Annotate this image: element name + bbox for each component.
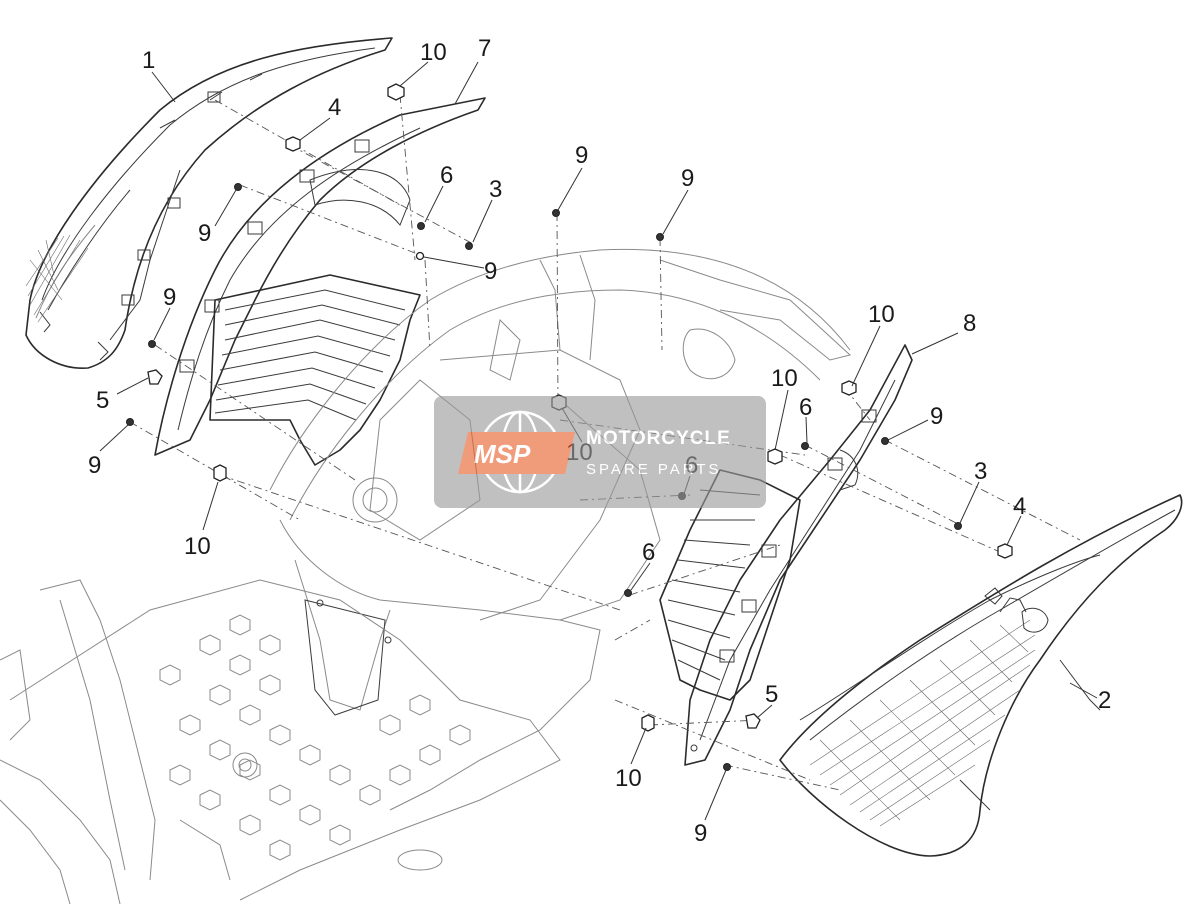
callout-9: 9 (163, 284, 176, 311)
nut-4-right (997, 543, 1013, 559)
callout-6: 6 (799, 394, 812, 421)
callout-4: 4 (1013, 493, 1026, 520)
right-cover-mesh (809, 619, 1036, 827)
callout-9: 9 (88, 452, 101, 479)
fasteners (126, 83, 1013, 771)
callout-6: 6 (440, 162, 453, 189)
clip-10-mid-right (767, 448, 783, 465)
callout-9: 9 (930, 403, 943, 430)
callout-5: 5 (765, 681, 778, 708)
watermark-line-1: MOTORCYCLE (586, 428, 731, 449)
callout-5: 5 (96, 387, 109, 414)
callout-9: 9 (575, 142, 588, 169)
watermark-line-2: SPARE PARTS (586, 461, 722, 478)
watermark-panel (434, 396, 766, 508)
callout-labels: 1 10 7 4 9 6 3 9 9 9 9 5 9 10 10 10 8 10… (88, 35, 1111, 847)
callout-9: 9 (681, 165, 694, 192)
callout-6: 6 (642, 539, 655, 566)
watermark: MSP MOTORCYCLE SPARE PARTS (434, 396, 766, 508)
part-7-left-inner-panel (154, 97, 486, 466)
part-1-left-side-cover (25, 37, 393, 369)
clip-10-left (213, 464, 227, 482)
watermark-logo-badge (458, 432, 575, 474)
part-5-left (147, 369, 163, 385)
assembly-lines (129, 94, 1081, 791)
callout-2: 2 (1098, 687, 1111, 714)
callout-8: 8 (963, 310, 976, 337)
callout-1: 1 (142, 47, 155, 74)
callout-9: 9 (198, 220, 211, 247)
callout-4: 4 (328, 94, 341, 121)
callout-3: 3 (489, 176, 502, 203)
footboard-pattern (159, 614, 471, 861)
callout-10: 10 (615, 765, 642, 792)
callout-10: 10 (771, 365, 798, 392)
callout-10: 10 (184, 533, 211, 560)
callout-9: 9 (694, 820, 707, 847)
clip-10-bottom (641, 714, 655, 732)
callout-10: 10 (420, 39, 447, 66)
callout-7: 7 (478, 35, 491, 62)
clip-10-top (387, 83, 405, 101)
callout-10: 10 (868, 301, 895, 328)
nut-4-left (285, 136, 301, 152)
part-2-right-side-cover (779, 494, 1183, 857)
callout-9: 9 (484, 258, 497, 285)
callout-3: 3 (974, 458, 987, 485)
watermark-logo: MSP (474, 439, 531, 469)
leader-lines (99, 61, 1098, 821)
part-5-right (745, 713, 761, 729)
scooter-frame-background (0, 248, 852, 904)
